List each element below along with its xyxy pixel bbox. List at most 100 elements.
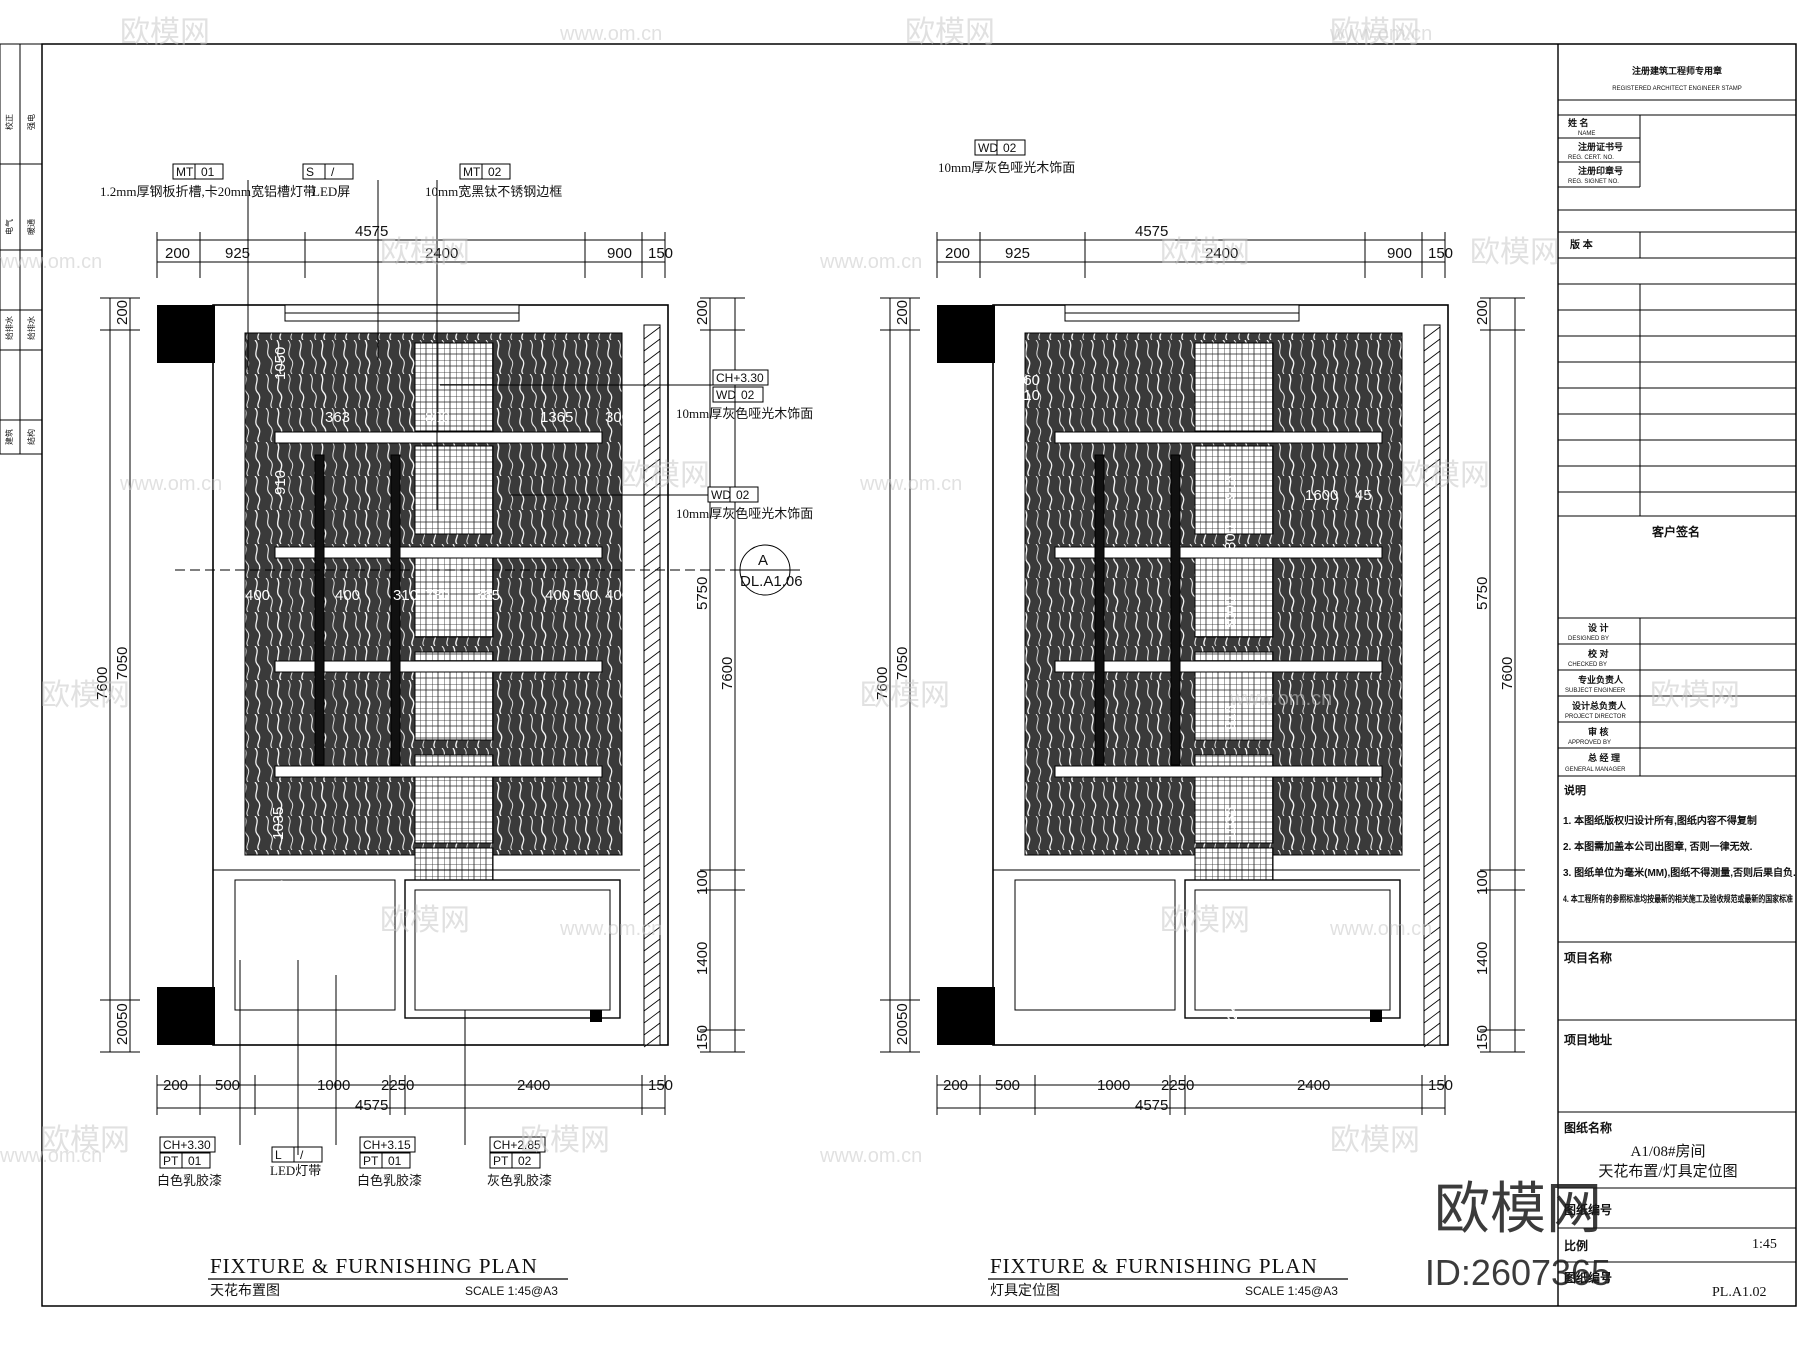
material-desc: LED灯带 (270, 1163, 321, 1178)
wall-hatch-line (643, 770, 661, 784)
section-marker: ADL.A1.06 (175, 544, 803, 596)
material-tag-box (489, 1152, 541, 1169)
inner-dimension: 55 (272, 871, 289, 888)
dimension-label: 150 (694, 1025, 711, 1050)
watermark-logo: 欧模网 (1330, 16, 1420, 49)
dimension-label: 925 (1005, 245, 1030, 262)
wall-hatch-line (1423, 806, 1441, 820)
inner-dimension: 400 (335, 587, 360, 604)
wall-hatch-line (1423, 686, 1441, 700)
wall-hatch-line (1423, 362, 1441, 376)
linear-light-bar (274, 660, 603, 673)
material-desc: 灰色乳胶漆 (487, 1173, 552, 1188)
subject-en: SUBJECT ENGINEER (1565, 688, 1626, 694)
wall-hatch-line (643, 470, 661, 484)
inner-dimension: 550 (1205, 977, 1230, 994)
wall-hatch-line (1423, 350, 1441, 364)
wall-hatch-line (643, 422, 661, 436)
right-wall-hatch (643, 324, 661, 1048)
inner-dimension: 1035 (1222, 807, 1239, 840)
dimension-total: 7600 (1499, 657, 1516, 690)
material-tag-box (974, 139, 1026, 156)
column (937, 987, 995, 1045)
drawing-no-label-top: 图纸编号 (1564, 1202, 1612, 1217)
inner-dimension: 435 (1305, 910, 1322, 935)
strip-label: 暖通 (26, 219, 36, 235)
inner-dimension: 400 (545, 587, 570, 604)
wall-hatch-line (1423, 602, 1441, 616)
wall-hatch-line (643, 662, 661, 676)
title-block: 注册建筑工程师专用章 REGISTERED ARCHITECT ENGINEER… (1557, 44, 1796, 1306)
grid-panel (414, 342, 494, 432)
material-tag-num: 02 (741, 388, 755, 402)
dimension-label: 2400 (1205, 245, 1238, 262)
wall-hatch-line (643, 458, 661, 472)
inner-dimension: 400 (255, 917, 280, 934)
dimension-label: 20050 (894, 1003, 911, 1045)
drawing-no: PL.A1.02 (1712, 1285, 1766, 1300)
wall-hatch-line (1423, 662, 1441, 676)
dimension-label: 200 (694, 300, 711, 325)
wall-hatch-line (1423, 482, 1441, 496)
wall-hatch-line (1423, 902, 1441, 916)
strip-label: 给排水 (4, 316, 14, 340)
wall-hatch-line (643, 386, 661, 400)
material-desc: 10mm宽黑钛不锈钢边框 (425, 184, 562, 199)
right-title-en: FIXTURE & FURNISHING PLAN (990, 1254, 1318, 1278)
name-label: 姓 名 (1567, 117, 1589, 128)
ceiling-height-box (489, 1136, 546, 1153)
drawing-name-1: A1/08#房间 (1630, 1143, 1705, 1160)
watermark-url: www.om.cn (859, 473, 962, 495)
dimension-label: 200 (894, 300, 911, 325)
grid-panel (1194, 342, 1274, 432)
dimension-label: 7050 (894, 647, 911, 680)
cert-label: 注册证书号 (1578, 141, 1623, 152)
wall-hatch-line (643, 818, 661, 832)
watermark-logo: 欧模网 (1330, 1124, 1420, 1157)
dimension-label: 150 (648, 245, 673, 262)
linear-light-bar (274, 431, 603, 444)
dimension-label: 200 (163, 1077, 188, 1094)
wall-hatch-line (1423, 698, 1441, 712)
wall-hatch-line (1423, 590, 1441, 604)
wall-hatch-line (643, 530, 661, 544)
dimension-label: 500 (995, 1077, 1020, 1094)
column (157, 305, 215, 363)
watermark-url: www.om.cn (1329, 23, 1432, 45)
inner-dimension: 860 (1015, 372, 1040, 389)
wall-hatch-line (643, 554, 661, 568)
material-tag-box (712, 386, 764, 403)
material-tag-box (359, 1152, 411, 1169)
inner-dimension: 45 (623, 587, 640, 604)
led-slot (314, 454, 325, 766)
material-tag-code: MT (176, 165, 194, 179)
wall-hatch-line (1423, 638, 1441, 652)
linear-light-bar (1054, 660, 1383, 673)
inner-dimension: 45 (1355, 487, 1372, 504)
wall-hatch-line (643, 494, 661, 508)
wall-hatch-line (643, 782, 661, 796)
watermark-logo: 欧模网 (380, 904, 470, 937)
sheet-border (41, 43, 1797, 1307)
watermark-logo: 欧模网 (1650, 679, 1740, 712)
notes-label: 说明 (1564, 783, 1586, 797)
wall-hatch-line (1423, 746, 1441, 760)
cert-en: REG. CERT. NO. (1568, 155, 1614, 161)
ceiling-height: CH+3.30 (163, 1138, 211, 1152)
material-tag-num: 01 (201, 165, 215, 179)
material-tag-code: WD (711, 488, 731, 502)
material-tag-num: / (300, 1148, 304, 1162)
name-en: NAME (1578, 131, 1595, 137)
wall-hatch-line (1423, 866, 1441, 880)
scale-label: 比例 (1564, 1238, 1588, 1253)
wall-hatch-line (1423, 926, 1441, 940)
left-title-en: FIXTURE & FURNISHING PLAN (210, 1254, 538, 1278)
material-tag-box (159, 1152, 211, 1169)
watermark-logo: 欧模网 (520, 1124, 610, 1157)
section-ref: DL.A1.06 (740, 573, 803, 590)
inner-dimension: 1035 (270, 807, 287, 840)
wall-hatch-line (1423, 794, 1441, 808)
wall-hatch-line (1423, 890, 1441, 904)
